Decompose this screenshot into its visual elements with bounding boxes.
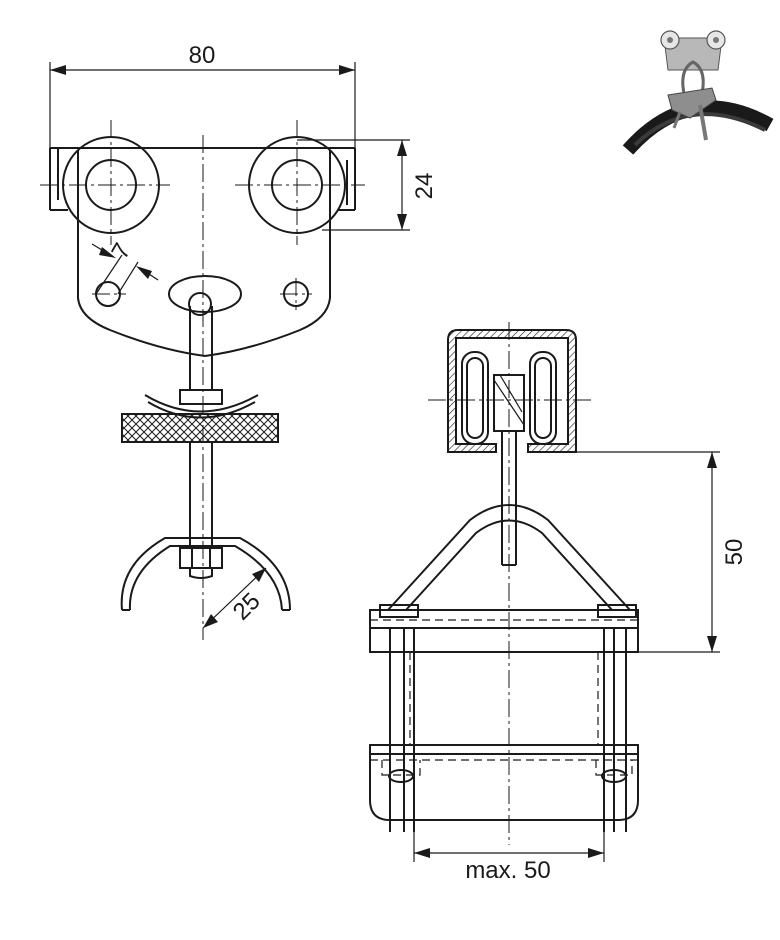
upper-clamp-bar (369, 604, 639, 653)
side-view: 50 max. 50 (369, 322, 748, 884)
lower-clamp-bar (369, 744, 639, 821)
front-view: 80 24 7 25 (40, 42, 438, 640)
hex-nut (179, 547, 223, 569)
threaded-rods (389, 628, 627, 832)
dimension-label-24: 24 (411, 173, 438, 200)
dimension-label-max-50: max. 50 (465, 857, 550, 884)
right-wheel (235, 120, 365, 245)
left-wheel (40, 120, 170, 245)
dimension-24: 24 (297, 139, 438, 231)
side-wheel-right (529, 351, 557, 445)
dimension-label-25: 25 (228, 588, 266, 626)
v-hanger (387, 504, 631, 611)
dimension-label-7: 7 (106, 239, 136, 264)
product-photo (622, 30, 774, 155)
dimension-50: 50 (560, 451, 748, 653)
side-wheel-left (461, 351, 489, 445)
carrier-plate (77, 150, 331, 358)
hook-rod (120, 306, 291, 611)
dimension-label-80: 80 (189, 42, 216, 69)
dimension-max-50: max. 50 (413, 832, 605, 884)
dimension-80: 80 (49, 42, 356, 148)
dimension-7: 7 (91, 239, 159, 295)
c-rail-profile (447, 329, 577, 453)
dimension-label-50: 50 (721, 539, 748, 566)
dimension-25: 25 (202, 567, 267, 629)
clamp-jaw (120, 537, 291, 611)
knurled-nut (121, 413, 279, 443)
oval-slot (168, 275, 242, 313)
